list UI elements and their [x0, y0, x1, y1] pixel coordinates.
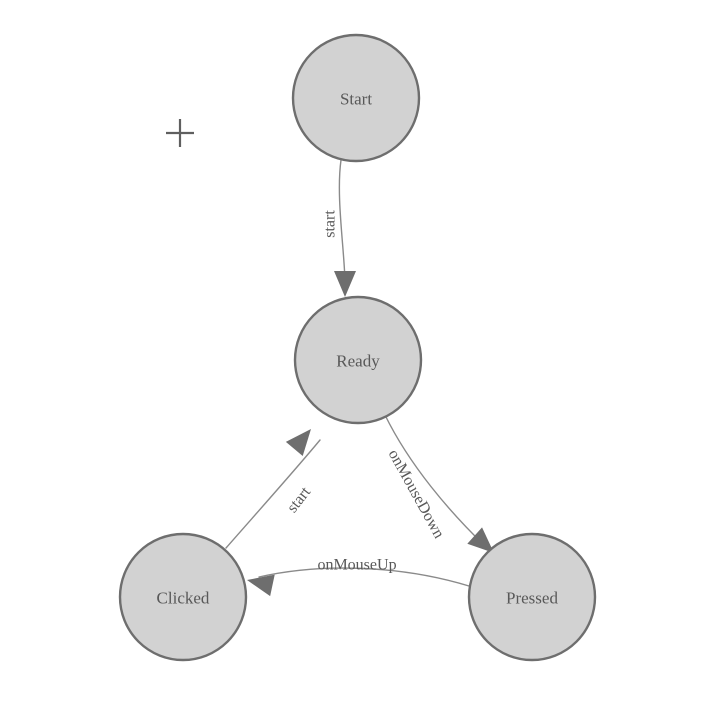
node-label: Pressed — [506, 589, 558, 608]
node-clicked[interactable]: Clicked — [118, 532, 248, 662]
arrow-head — [285, 429, 311, 456]
edge-label: onMouseUp — [317, 557, 396, 574]
node-label: Ready — [336, 352, 380, 371]
edge-clicked-to-ready[interactable]: start — [225, 422, 321, 549]
edge-line — [225, 439, 321, 549]
edge-label: start — [284, 483, 315, 516]
arrow-head — [334, 271, 356, 297]
edge-pressed-to-clicked[interactable]: onMouseUp — [245, 557, 470, 597]
node-start[interactable]: Start — [291, 33, 421, 163]
node-label: Clicked — [157, 589, 210, 608]
node-ready[interactable]: Ready — [293, 295, 423, 425]
node-label: Start — [340, 90, 372, 109]
node-circle[interactable] — [467, 532, 597, 662]
node-pressed[interactable]: Pressed — [467, 532, 597, 662]
node-circle[interactable] — [118, 532, 248, 662]
edge-label: onMouseDown — [385, 447, 448, 542]
cursor-layer — [166, 119, 194, 147]
arrow-head — [247, 574, 275, 597]
crosshair-cursor-icon — [166, 119, 194, 147]
edge-start-to-ready[interactable]: start — [322, 159, 357, 297]
node-circle[interactable] — [291, 33, 421, 163]
edge-line — [258, 567, 470, 587]
edge-label: start — [322, 210, 339, 238]
edge-line — [338, 159, 346, 282]
node-circle[interactable] — [293, 295, 423, 425]
arrow-head — [467, 527, 494, 553]
edge-line — [384, 414, 485, 546]
edge-ready-to-pressed[interactable]: onMouseDown — [384, 414, 502, 561]
